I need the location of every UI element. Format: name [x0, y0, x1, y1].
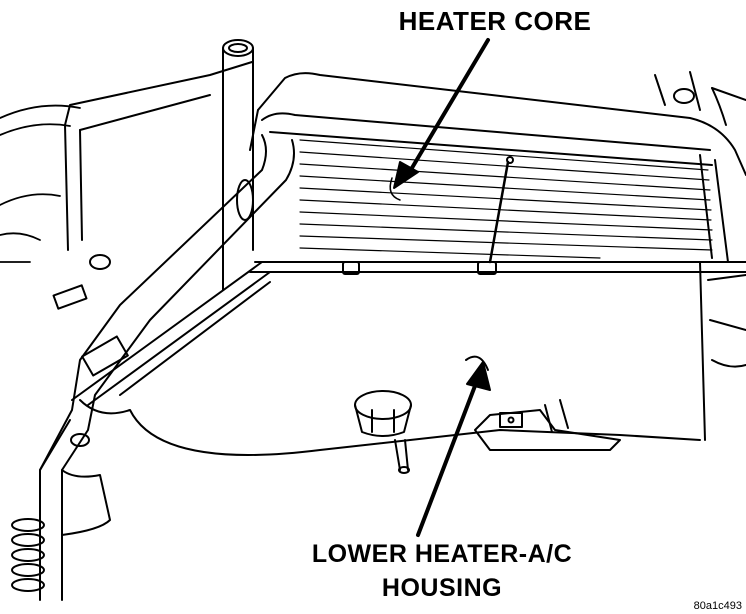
- heater-core-leader: [389, 38, 490, 201]
- lower-housing-label-line2: HOUSING: [381, 574, 503, 602]
- heater-core-label: HEATER CORE: [398, 6, 592, 36]
- rear-panel: [64, 61, 253, 251]
- background-hoses: [0, 104, 81, 263]
- lower-left-elbow: [61, 433, 111, 536]
- lower-housing-label-line1: LOWER HEATER-A/C: [311, 540, 573, 568]
- top-right-bracket: [654, 71, 746, 126]
- upper-housing: [249, 72, 746, 273]
- core-tubes: [11, 134, 295, 601]
- lower-housing: [71, 261, 746, 456]
- figure-code: 80a1c493: [693, 600, 742, 612]
- lower-housing-leader: [416, 361, 491, 537]
- drain-fitting: [354, 390, 412, 474]
- mount-bracket: [474, 399, 621, 451]
- upper-pipe: [222, 39, 254, 291]
